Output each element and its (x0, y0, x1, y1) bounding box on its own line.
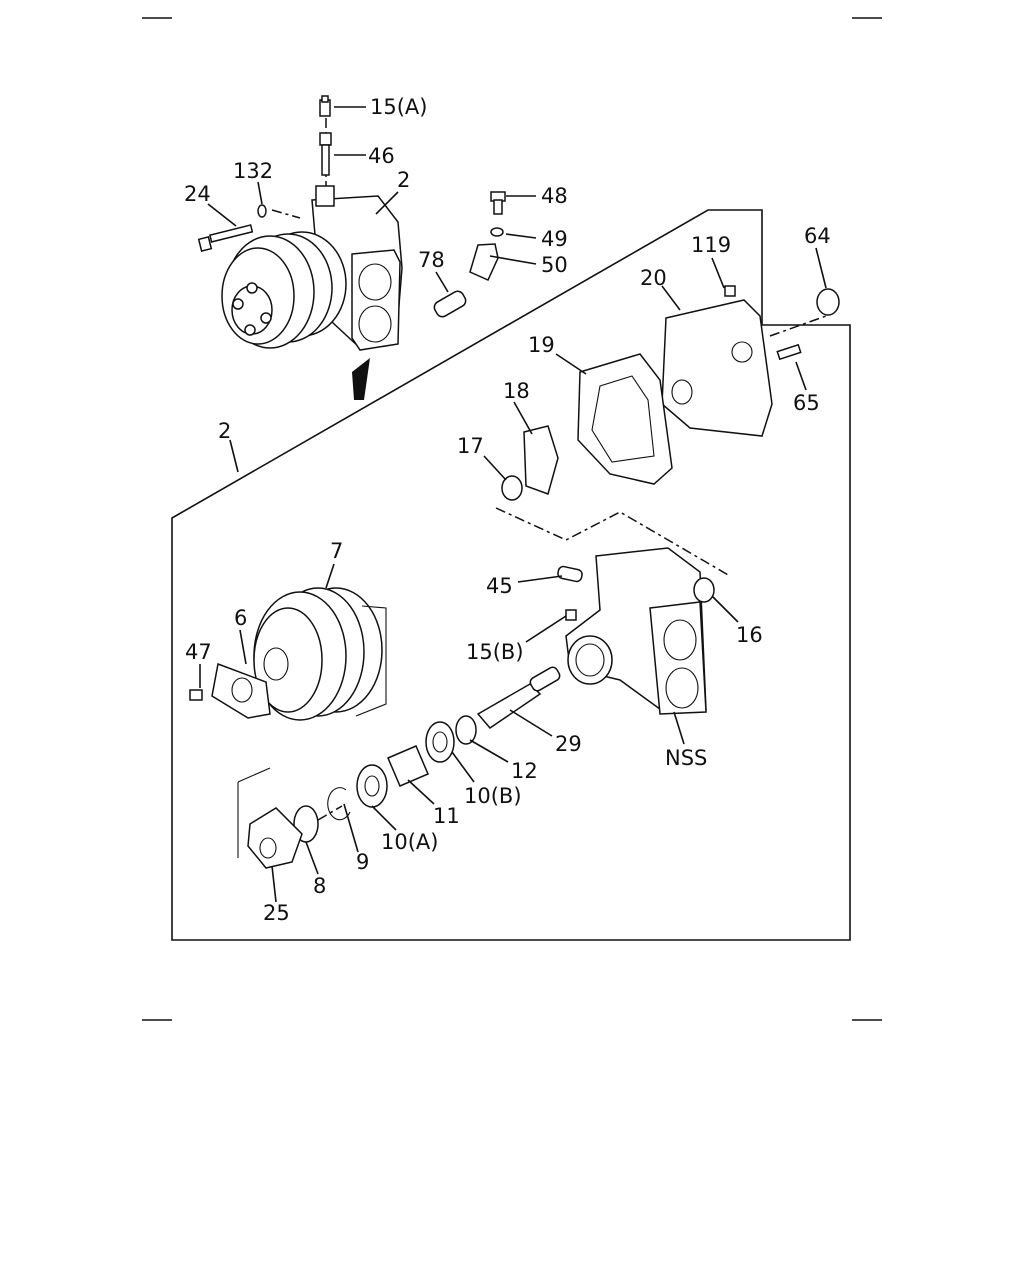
plug-and-stud-parts (319, 95, 332, 176)
callout-47: 47 (185, 640, 212, 664)
callout-12: 12 (511, 759, 538, 783)
callout-48: 48 (541, 184, 568, 208)
callout-11: 11 (433, 804, 460, 828)
shaft-bearing-parts (237, 666, 561, 869)
callout-119: 119 (691, 233, 731, 257)
callout-10a: 10(A) (381, 830, 438, 854)
callout-24: 24 (184, 182, 211, 206)
callout-64: 64 (804, 224, 831, 248)
callout-18: 18 (503, 379, 530, 403)
callout-10b: 10(B) (464, 784, 522, 808)
callout-65: 65 (793, 391, 820, 415)
callout-45: 45 (486, 574, 513, 598)
callout-2-top: 2 (397, 168, 410, 192)
callout-8: 8 (313, 874, 326, 898)
leader-lines (199, 106, 827, 903)
callout-nss: NSS (665, 746, 707, 770)
callout-46: 46 (368, 144, 395, 168)
callout-7: 7 (330, 539, 343, 563)
pump-housing-nss-illustration (557, 547, 715, 715)
bracket-parts (433, 191, 506, 318)
callout-labels: 15(A) 46 132 24 2 48 49 50 78 119 64 20 … (184, 95, 831, 925)
callout-17: 17 (457, 434, 484, 458)
callout-25: 25 (263, 901, 290, 925)
cover-and-gasket-parts (495, 285, 840, 577)
callout-132: 132 (233, 159, 273, 183)
callout-6: 6 (234, 606, 247, 630)
crop-marks (142, 17, 882, 1021)
assembled-water-pump-illustration (197, 118, 403, 400)
exploded-view-outline (171, 209, 851, 941)
callout-2-side: 2 (218, 419, 231, 443)
callout-29: 29 (555, 732, 582, 756)
callout-15b: 15(B) (466, 640, 524, 664)
callout-78: 78 (418, 248, 445, 272)
callout-50: 50 (541, 253, 568, 277)
callout-20: 20 (640, 266, 667, 290)
callout-16: 16 (736, 623, 763, 647)
callout-19: 19 (528, 333, 555, 357)
callout-9: 9 (356, 850, 369, 874)
callout-15a: 15(A) (370, 95, 427, 119)
pulley-hub-parts (189, 587, 387, 721)
callout-49: 49 (541, 227, 568, 251)
